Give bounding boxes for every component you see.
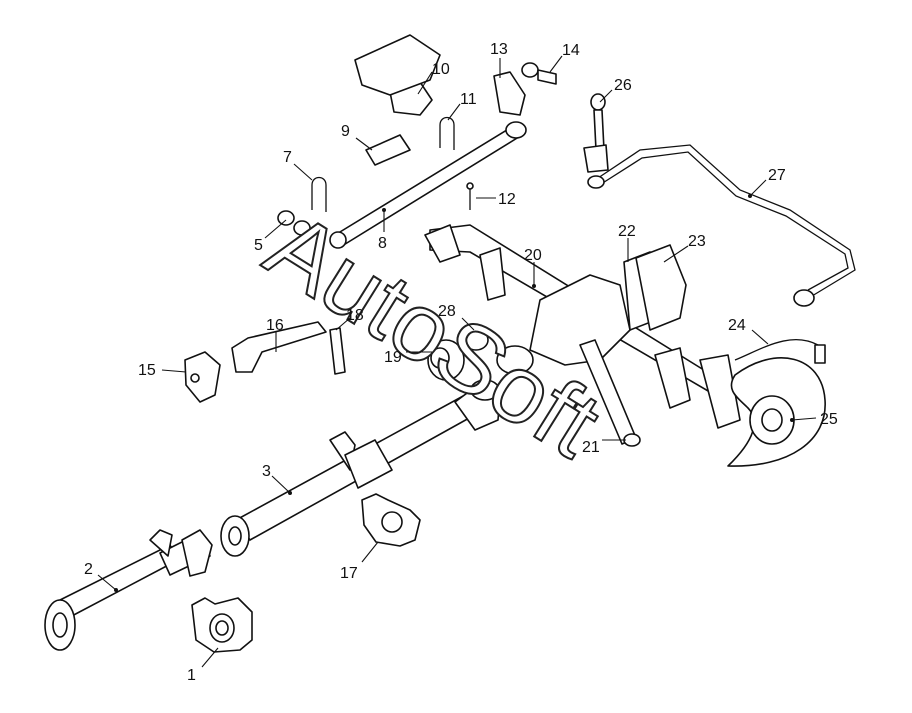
leader-27 [749, 179, 767, 197]
leader-28 [461, 317, 475, 331]
part-14-bolt [521, 62, 557, 85]
part-18-clip [329, 327, 346, 375]
leader-18 [335, 317, 351, 331]
dot-3 [288, 491, 292, 495]
dot-20 [532, 284, 536, 288]
part-27-stabilizer-bar [587, 144, 856, 307]
leader-26 [599, 89, 613, 103]
callout-27: 27 [768, 167, 786, 184]
callout-16: 16 [266, 317, 284, 334]
callout-28: 28 [438, 303, 456, 320]
callout-14: 14 [562, 42, 580, 59]
part-2-front-propeller-shaft [44, 529, 213, 651]
callout-15: 15 [138, 362, 156, 379]
callout-2: 2 [84, 561, 93, 578]
part-19-bushing [427, 339, 465, 381]
callout-labels: 1 2 3 5 7 8 9 10 11 12 13 14 15 16 17 18… [84, 41, 838, 684]
callout-8: 8 [378, 235, 387, 252]
part-23-cover [635, 244, 687, 331]
part-26-link [583, 93, 609, 173]
leader-15 [161, 369, 187, 373]
callout-18: 18 [346, 307, 364, 324]
leader-dots [114, 194, 794, 592]
leader-1 [201, 647, 219, 668]
callout-3: 3 [262, 463, 271, 480]
dot-8 [382, 208, 386, 212]
callout-7: 7 [283, 149, 292, 166]
leader-23 [663, 245, 689, 263]
callout-13: 13 [490, 41, 508, 58]
part-5-bushes [277, 210, 311, 236]
callout-1: 1 [187, 667, 196, 684]
leader-10 [417, 71, 433, 95]
part-15-bracket [184, 351, 221, 403]
leader-5 [264, 219, 287, 239]
leader-25 [791, 417, 817, 421]
callout-10: 10 [432, 61, 450, 78]
leader-17 [361, 541, 379, 563]
callout-22: 22 [618, 223, 636, 240]
dot-25 [790, 418, 794, 422]
part-13-shackle [493, 71, 526, 116]
leader-11 [447, 103, 461, 121]
leader-3 [271, 475, 291, 494]
leader-14 [549, 55, 563, 73]
part-16-strap [231, 321, 327, 373]
part-28-bushing [463, 329, 489, 351]
part-3-rear-propeller-shaft [220, 379, 501, 557]
part-20-rear-axle [424, 224, 741, 429]
leader-7 [293, 163, 313, 181]
part-1-centre-bearing [191, 597, 253, 653]
leader-9 [355, 137, 373, 151]
callout-9: 9 [341, 123, 350, 140]
callout-23: 23 [688, 233, 706, 250]
leader-lines [97, 55, 817, 668]
callout-25: 25 [820, 411, 838, 428]
part-8-leaf-spring [329, 121, 527, 249]
dot-27 [748, 194, 752, 198]
callout-17: 17 [340, 565, 358, 582]
leader-24 [751, 329, 769, 345]
part-10-spacer [354, 34, 441, 116]
callout-20: 20 [524, 247, 542, 264]
part-24-sensor-wire [734, 339, 826, 364]
part-25-backing-plate [727, 357, 826, 467]
part-12-bolt [466, 182, 474, 210]
part-9-plate [365, 134, 411, 166]
callout-24: 24 [728, 317, 746, 334]
callout-21: 21 [582, 439, 600, 456]
callout-26: 26 [614, 77, 632, 94]
part-11-u-bolt [439, 116, 455, 150]
part-17-support-bracket [361, 493, 421, 547]
leader-2 [97, 574, 117, 591]
callout-19: 19 [384, 349, 402, 366]
dot-2 [114, 588, 118, 592]
callout-12: 12 [498, 191, 516, 208]
part-7-u-bolt [311, 176, 327, 212]
callout-5: 5 [254, 237, 263, 254]
callout-11: 11 [460, 91, 477, 108]
